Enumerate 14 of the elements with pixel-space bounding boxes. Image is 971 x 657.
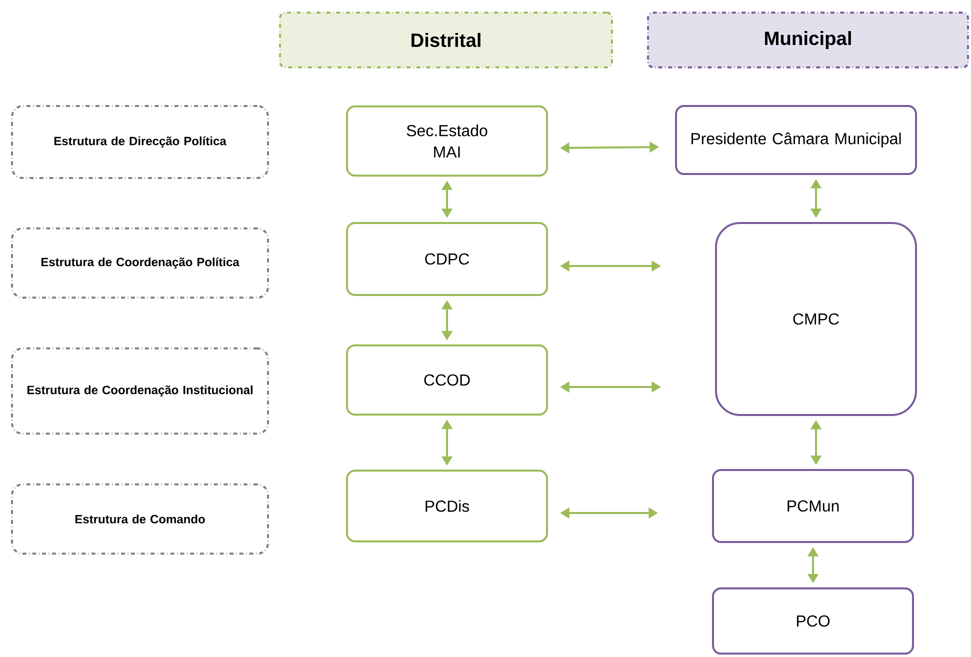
district-box: PCDis (346, 470, 548, 542)
district-box: Sec.Estado MAI (346, 105, 548, 177)
municipal-box: Presidente Câmara Municipal (675, 105, 917, 175)
district-box: CCOD (346, 344, 548, 416)
category-box: Estrutura de Direcção Política (11, 105, 269, 179)
category-box: Estrutura de Coordenação Política (11, 227, 269, 299)
municipal-box: PCO (712, 587, 914, 655)
category-box: Estrutura de Coordenação Institucional (11, 347, 269, 435)
municipal-box: CMPC (715, 222, 917, 416)
district-box: CDPC (346, 222, 548, 296)
header-band: Municipal (647, 12, 969, 68)
category-box: Estrutura de Comando (11, 483, 269, 555)
header-band: Distrital (279, 12, 613, 68)
municipal-box: PCMun (712, 469, 914, 543)
